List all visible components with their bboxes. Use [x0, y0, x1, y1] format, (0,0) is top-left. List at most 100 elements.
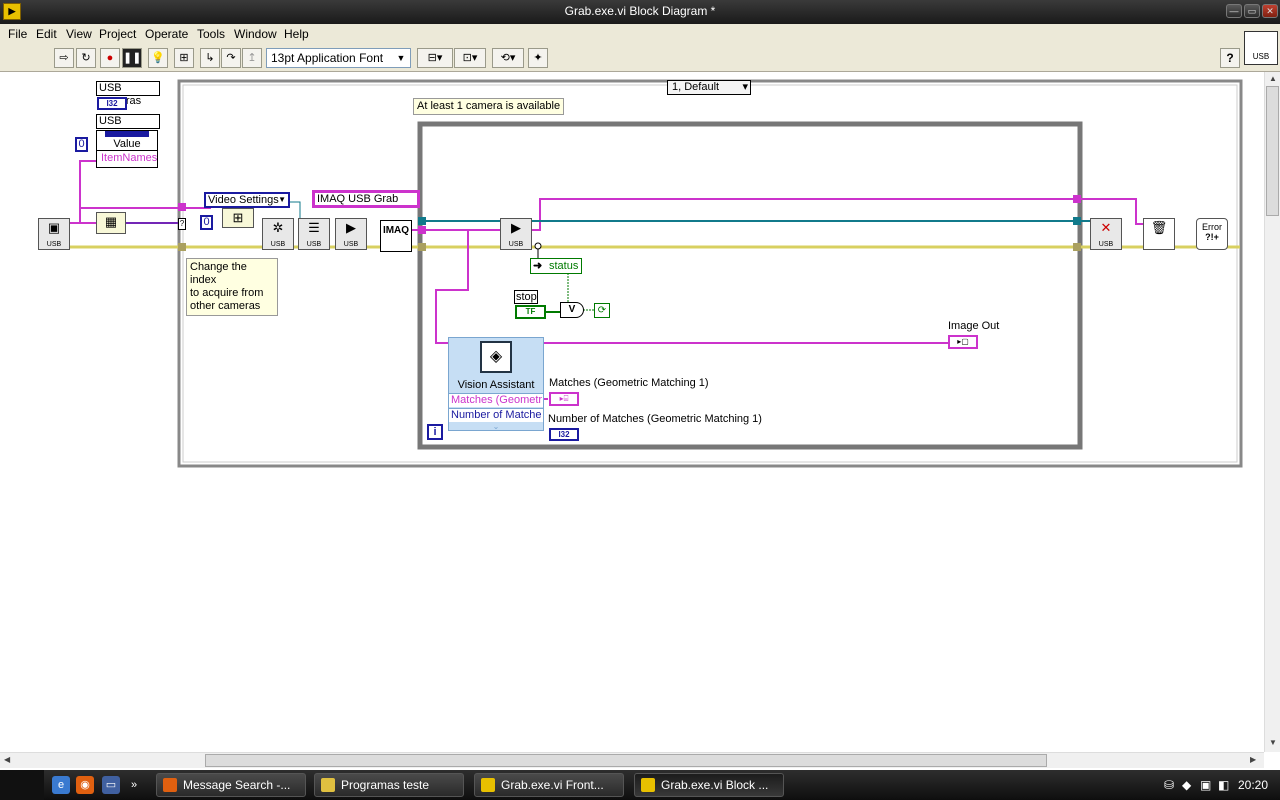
image-out-indicator[interactable]: ▸▢	[948, 335, 978, 349]
retain-wire-values-icon[interactable]: ⊞	[174, 48, 194, 68]
close-x-icon: ✕	[1100, 220, 1112, 235]
task-message-search[interactable]: Message Search -...	[156, 773, 306, 797]
scroll-up-icon[interactable]: ▲	[1269, 74, 1277, 83]
block-diagram-canvas[interactable]: 1, Default ▾ At least 1 camera is availa…	[0, 72, 1264, 752]
vision-assistant-node[interactable]: ◈ Vision Assistant Matches (Geometr Numb…	[448, 337, 544, 431]
imaq-create-node[interactable]: IMAQ	[380, 220, 412, 252]
pause-icon[interactable]: ❚❚	[122, 48, 142, 68]
play-icon: ▶	[511, 220, 521, 235]
step-over-icon[interactable]: ↷	[221, 48, 241, 68]
labview-app-icon[interactable]: ▶	[3, 3, 21, 20]
menu-help[interactable]: Help	[284, 27, 309, 41]
quicklaunch-more-icon[interactable]: »	[130, 779, 138, 791]
distribute-objects-icon[interactable]: ⊡▾	[454, 48, 486, 68]
volume-icon[interactable]: ◧	[1218, 778, 1230, 792]
menu-window[interactable]: Window	[234, 27, 277, 41]
loop-iteration-terminal[interactable]: i	[427, 424, 443, 440]
or-function[interactable]: V	[560, 302, 584, 318]
arrow-right-icon: ➜	[533, 260, 543, 272]
task-front-panel[interactable]: Grab.exe.vi Front...	[474, 773, 624, 797]
usb-cameras-property-label: USB cameras	[96, 114, 160, 140]
reorder-icon[interactable]: ⟲▾	[492, 48, 524, 68]
firefox-icon[interactable]: ◉	[76, 776, 94, 794]
toolbar: ⇨ ↻ ● ❚❚ 💡 ⊞ ↳ ↷ ↥ 13pt Application Font…	[0, 44, 1280, 72]
scroll-right-icon[interactable]: ▶	[1250, 755, 1257, 764]
imaq-usb-grab-setup-node[interactable]: ▶ USB	[335, 218, 367, 250]
simple-error-handler-node[interactable]: Error ?!+	[1196, 218, 1228, 250]
va-output-matches[interactable]: Matches (Geometr	[449, 393, 543, 407]
menu-view[interactable]: View	[66, 27, 92, 41]
vertical-scrollbar[interactable]: ▲ ▼	[1264, 72, 1280, 752]
maximize-button[interactable]: ▭	[1244, 4, 1260, 18]
tray-icon[interactable]: ◆	[1182, 778, 1192, 792]
task-label: Grab.exe.vi Front...	[501, 778, 604, 792]
scroll-left-icon[interactable]: ◀	[4, 755, 11, 764]
run-continuously-icon[interactable]: ↻	[76, 48, 96, 68]
property-list-icon: ☰	[308, 220, 320, 235]
matches-indicator[interactable]: ▸⌸	[549, 392, 579, 406]
vi-connector-icon[interactable]: USB	[1244, 31, 1278, 65]
play-setup-icon: ▶	[346, 220, 356, 235]
index-constant[interactable]: 0	[75, 137, 88, 152]
imaq-usb-close-node[interactable]: ✕ USB	[1090, 218, 1122, 250]
highlight-execution-icon[interactable]: 💡	[148, 48, 168, 68]
menu-tools[interactable]: Tools	[197, 27, 226, 41]
chevron-down-icon: ▼	[278, 195, 286, 204]
stop-button-terminal[interactable]: TF	[515, 305, 546, 319]
expand-chevron-icon[interactable]: ⌄	[492, 422, 500, 431]
usb-cameras-label: USB cameras	[96, 81, 160, 107]
loop-condition-icon[interactable]: ⟳	[594, 303, 610, 318]
context-help-button[interactable]: ?	[1220, 48, 1240, 68]
font-select[interactable]: 13pt Application Font ▼	[266, 48, 411, 68]
image-name-constant[interactable]: IMAQ USB Grab Exam	[312, 190, 420, 208]
start-button[interactable]	[0, 770, 44, 800]
va-output-number[interactable]: Number of Matche	[449, 408, 543, 422]
matches-label: Matches (Geometric Matching 1)	[549, 377, 709, 389]
clock[interactable]: 20:20	[1238, 778, 1269, 792]
menu-project[interactable]: Project	[99, 27, 137, 41]
image-out-label: Image Out	[948, 320, 1000, 332]
network-icon[interactable]: ⛁	[1164, 778, 1175, 792]
video-settings-enum[interactable]: Video Settings ▼	[204, 192, 290, 208]
camera-index-constant[interactable]: 0	[200, 215, 213, 230]
task-block-diagram[interactable]: Grab.exe.vi Block ...	[634, 773, 784, 797]
array-grid-icon: ▦	[104, 214, 118, 229]
task-label: Programas teste	[341, 778, 430, 792]
step-into-icon[interactable]: ↳	[200, 48, 220, 68]
imaq-dispose-node[interactable]: 🗑	[1143, 218, 1175, 250]
stop-label: stop	[514, 290, 538, 304]
number-matches-label: Number of Matches (Geometric Matching 1)	[548, 413, 762, 425]
imaq-usb-init-node[interactable]: ✲ USB	[262, 218, 294, 250]
scroll-down-icon[interactable]: ▼	[1269, 738, 1277, 747]
status-unbundle[interactable]: ➜ status	[530, 258, 582, 274]
menu-edit[interactable]: Edit	[36, 27, 57, 41]
bundle-node[interactable]: ⊞	[222, 208, 254, 228]
imaq-usb-grab-acquire-node[interactable]: ▶ USB	[500, 218, 532, 250]
clean-up-diagram-icon[interactable]: ✦	[528, 48, 548, 68]
abort-icon[interactable]: ●	[100, 48, 120, 68]
run-arrow-icon[interactable]: ⇨	[54, 48, 74, 68]
tray-icon[interactable]: ▣	[1200, 778, 1212, 792]
close-button[interactable]: ✕	[1262, 4, 1278, 18]
ie-icon[interactable]: e	[52, 776, 70, 794]
system-tray: ⛁ ◆ ▣ ◧	[1150, 770, 1280, 800]
horizontal-scroll-thumb[interactable]	[205, 754, 1047, 767]
align-objects-icon[interactable]: ⊟▾	[417, 48, 453, 68]
menu-operate[interactable]: Operate	[145, 27, 189, 41]
imaq-usb-property-node[interactable]: ☰ USB	[298, 218, 330, 250]
usb-cameras-i32-indicator[interactable]: I32	[97, 97, 127, 110]
step-out-icon[interactable]: ↥	[242, 48, 262, 68]
property-node[interactable]: Value ItemNames	[96, 130, 158, 168]
task-programas-teste[interactable]: Programas teste	[314, 773, 464, 797]
imaq-usb-enumerate-node[interactable]: ▣ USB	[38, 218, 70, 250]
desktop-icon[interactable]: ▭	[102, 776, 120, 794]
menu-file[interactable]: File	[8, 27, 28, 41]
case-selector[interactable]: 1, Default ▾	[667, 80, 751, 95]
tunnel	[178, 203, 186, 211]
vertical-scroll-thumb[interactable]	[1266, 86, 1279, 216]
minimize-button[interactable]: —	[1226, 4, 1242, 18]
horizontal-scrollbar[interactable]: ◀ ▶	[0, 752, 1264, 768]
index-array-node[interactable]: ▦	[96, 212, 126, 234]
number-matches-indicator[interactable]: I32	[549, 428, 579, 441]
